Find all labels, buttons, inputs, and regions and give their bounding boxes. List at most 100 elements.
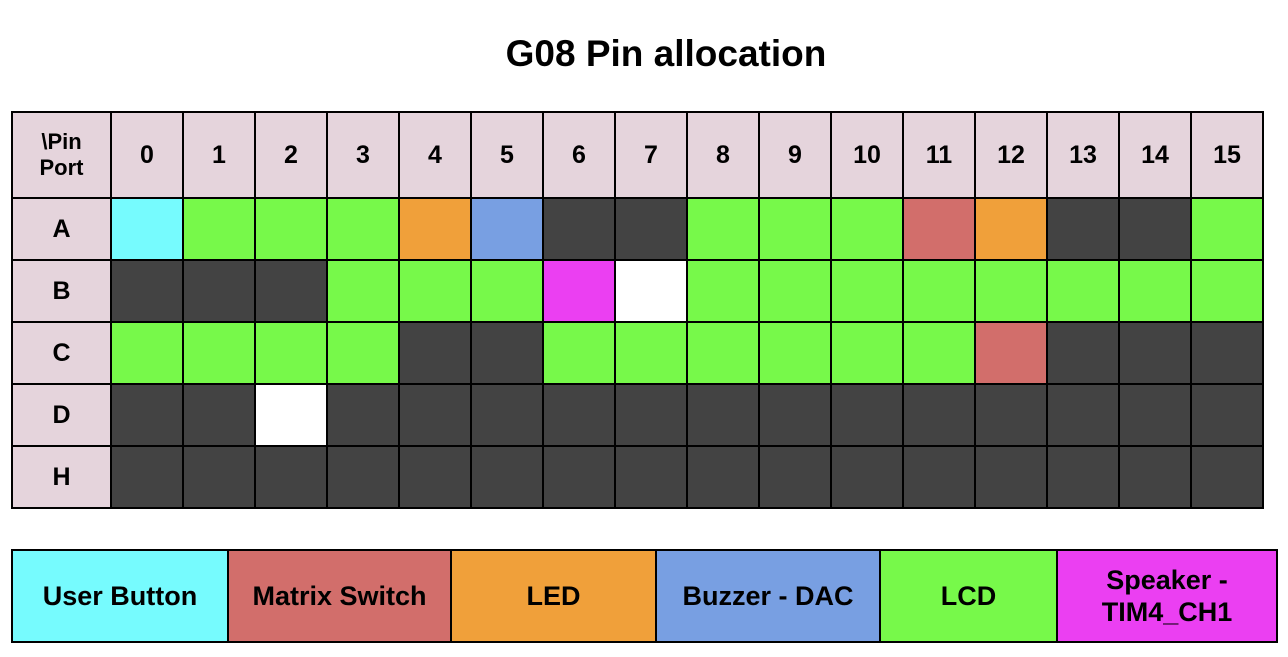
pin-cell-h7-unused [614,445,688,509]
pin-cell-b5-lcd [470,259,544,323]
pin-cell-h6-unused [542,445,616,509]
pin-cell-b2-unused [254,259,328,323]
pin-cell-c12-matrix-switch [974,321,1048,385]
pin-cell-c9-lcd [758,321,832,385]
pin-cell-b10-lcd [830,259,904,323]
port-label-b: B [11,259,112,323]
legend-item-led: LED [450,549,657,643]
pin-cell-b15-lcd [1190,259,1264,323]
pin-header-6: 6 [542,111,616,199]
port-label-h: H [11,445,112,509]
pin-cell-h0-unused [110,445,184,509]
pin-cell-h4-unused [398,445,472,509]
pin-cell-h2-unused [254,445,328,509]
pin-cell-c13-unused [1046,321,1120,385]
pin-cell-h11-unused [902,445,976,509]
pin-cell-h10-unused [830,445,904,509]
port-row-a: A [11,197,1264,261]
port-row-d: D [11,383,1264,447]
pin-cell-d0-unused [110,383,184,447]
pin-cell-a0-user-button [110,197,184,261]
pin-cell-a13-unused [1046,197,1120,261]
pin-cell-c10-lcd [830,321,904,385]
page-title: G08 Pin allocation [505,33,827,74]
pin-cell-d2-free [254,383,328,447]
pin-header-4: 4 [398,111,472,199]
pin-cell-d5-unused [470,383,544,447]
pin-cell-h9-unused [758,445,832,509]
pin-cell-b13-lcd [1046,259,1120,323]
pin-cell-a3-lcd [326,197,400,261]
pin-cell-c6-lcd [542,321,616,385]
pin-header-13: 13 [1046,111,1120,199]
pin-cell-c0-lcd [110,321,184,385]
pin-cell-d6-unused [542,383,616,447]
pin-cell-b6-speaker [542,259,616,323]
pin-header-7: 7 [614,111,688,199]
pin-header-11: 11 [902,111,976,199]
legend-item-user-button: User Button [11,549,229,643]
pin-cell-c5-unused [470,321,544,385]
pin-cell-d7-unused [614,383,688,447]
pin-cell-b9-lcd [758,259,832,323]
pin-header-12: 12 [974,111,1048,199]
pin-header-2: 2 [254,111,328,199]
pin-cell-a11-matrix-switch [902,197,976,261]
pin-cell-c11-lcd [902,321,976,385]
port-label-d: D [11,383,112,447]
pin-cell-d1-unused [182,383,256,447]
pin-cell-a9-lcd [758,197,832,261]
pin-cell-d4-unused [398,383,472,447]
pin-cell-b12-lcd [974,259,1048,323]
pin-cell-a2-lcd [254,197,328,261]
pin-cell-a6-unused [542,197,616,261]
pin-cell-c15-unused [1190,321,1264,385]
pin-cell-c14-unused [1118,321,1192,385]
corner-port-label: Port [39,155,84,180]
pin-cell-d11-unused [902,383,976,447]
pin-cell-b14-lcd [1118,259,1192,323]
pin-cell-h8-unused [686,445,760,509]
pin-cell-h14-unused [1118,445,1192,509]
pin-cell-d12-unused [974,383,1048,447]
pin-cell-a4-led [398,197,472,261]
pin-cell-h15-unused [1190,445,1264,509]
pin-cell-b8-lcd [686,259,760,323]
pin-cell-c1-lcd [182,321,256,385]
pin-cell-c3-lcd [326,321,400,385]
pin-header-5: 5 [470,111,544,199]
pin-cell-b4-lcd [398,259,472,323]
pin-cell-b7-free [614,259,688,323]
pin-cell-b3-lcd [326,259,400,323]
port-label-c: C [11,321,112,385]
pin-cell-d10-unused [830,383,904,447]
pin-header-8: 8 [686,111,760,199]
pin-cell-d9-unused [758,383,832,447]
legend-item-lcd: LCD [879,549,1058,643]
pin-cell-a1-lcd [182,197,256,261]
pin-header-3: 3 [326,111,400,199]
pin-cell-d3-unused [326,383,400,447]
port-label-a: A [11,197,112,261]
pin-cell-a10-lcd [830,197,904,261]
pin-cell-h1-unused [182,445,256,509]
pin-cell-a12-led [974,197,1048,261]
pin-cell-c8-lcd [686,321,760,385]
corner-pin-label: \Pin [41,129,82,154]
pin-cell-d14-unused [1118,383,1192,447]
legend-item-buzzer-dac: Buzzer - DAC [655,549,881,643]
pin-cell-h12-unused [974,445,1048,509]
port-row-b: B [11,259,1264,323]
pin-cell-h5-unused [470,445,544,509]
pin-header-1: 1 [182,111,256,199]
pin-header-15: 15 [1190,111,1264,199]
pin-cell-a7-unused [614,197,688,261]
port-row-c: C [11,321,1264,385]
pin-cell-a5-buzzer-dac [470,197,544,261]
port-row-h: H [11,445,1264,509]
pin-cell-d8-unused [686,383,760,447]
